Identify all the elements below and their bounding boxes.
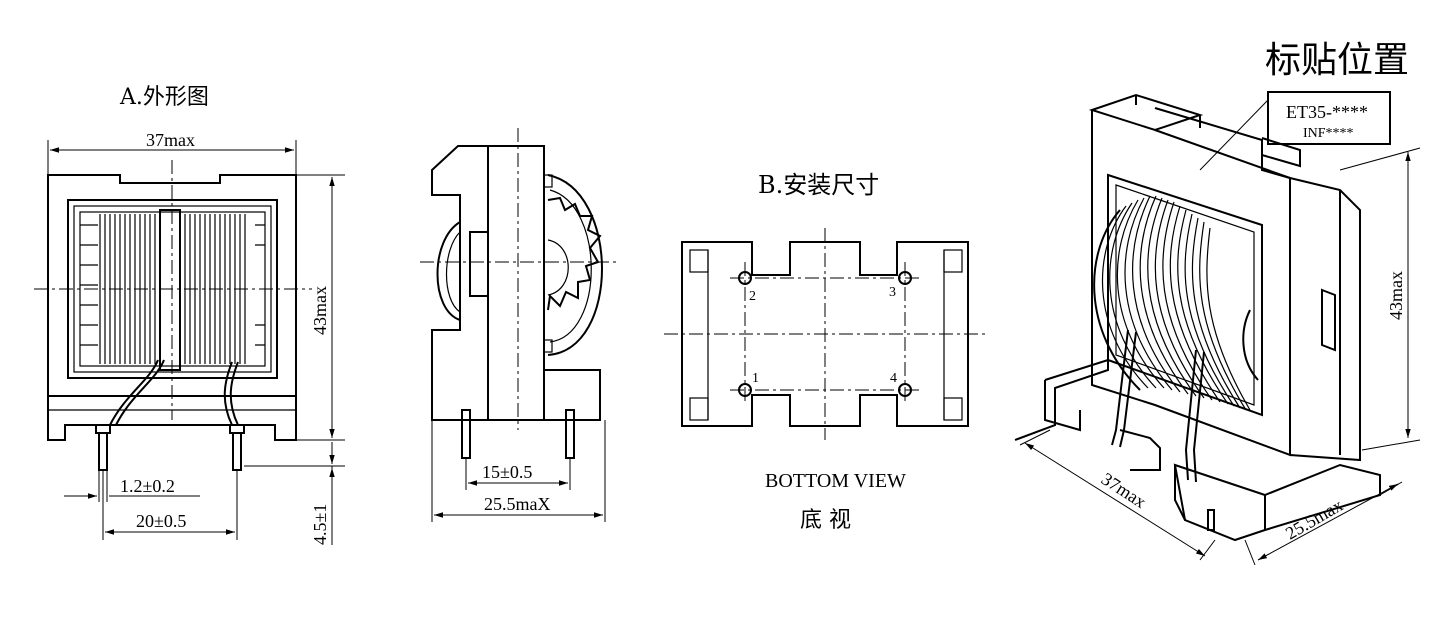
iso-depth-dim: 25.5max (1282, 495, 1346, 544)
iso-label-line1: ET35-**** (1286, 102, 1368, 122)
isometric-view: ET35-**** INF**** (1014, 91, 1421, 566)
front-width-dim: 37max (146, 130, 195, 150)
side-pin-pitch-dim: 15±0.5 (482, 462, 532, 482)
bottom-view-caption-en: BOTTOM VIEW (765, 470, 906, 492)
front-pin-length-dim: 4.5±1 (310, 504, 330, 545)
iso-height-dim: 43max (1386, 271, 1406, 320)
pin-label-4: 4 (890, 371, 897, 386)
label-position-title: 标贴位置 (1265, 40, 1409, 81)
pin-label-3: 3 (889, 285, 896, 300)
front-height-dim: 43max (310, 286, 330, 335)
side-width-dim: 25.5maX (484, 494, 551, 514)
bottom-view: 2 3 1 4 BOTTOM VIEW 底 视 (664, 228, 988, 533)
bottom-view-caption-cn: 底 视 (800, 508, 851, 533)
front-view: 37max 43max 4.5±1 1.2±0.2 20±0.5 (34, 130, 345, 545)
pin-label-2: 2 (749, 289, 756, 304)
section-b-title: B.安装尺寸 (758, 171, 879, 199)
section-a-title: A.外形图 (119, 85, 209, 110)
front-pin-pitch-dim: 20±0.5 (136, 511, 186, 531)
pin-label-1: 1 (752, 371, 759, 386)
front-pin-dia-dim: 1.2±0.2 (120, 476, 175, 496)
side-view: 15±0.5 25.5maX (420, 128, 616, 522)
iso-label-line2: INF**** (1303, 126, 1354, 141)
